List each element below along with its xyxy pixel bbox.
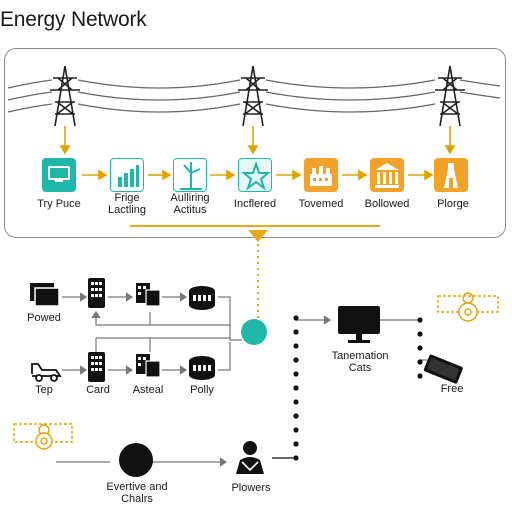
- step-label-5: Bollowed: [364, 198, 410, 210]
- step-tile-3[interactable]: [238, 158, 272, 192]
- tablet-icon: [423, 354, 463, 384]
- step-tile-2[interactable]: [173, 158, 207, 192]
- monitor-icon: [48, 166, 70, 182]
- step-label-3: Incflered: [233, 198, 277, 210]
- page-title: Energy Network: [0, 8, 147, 31]
- tower-arrows: [59, 126, 456, 155]
- phone-icon: [88, 278, 105, 308]
- node-label-asteal: Asteal: [132, 384, 164, 396]
- step-tile-4[interactable]: [304, 158, 338, 192]
- lower-connectors: [56, 292, 438, 467]
- step-tile-0[interactable]: [42, 158, 76, 192]
- step-label-2: Aulliring Actitus: [170, 192, 210, 216]
- transmission-tower-icon: [50, 65, 80, 127]
- tag-icon: [437, 292, 499, 322]
- step-tile-1[interactable]: [110, 158, 144, 192]
- wind-turbine-icon: [180, 162, 202, 190]
- monitor-icon: [338, 306, 380, 343]
- node-label-card: Card: [86, 384, 110, 396]
- tag-icon: [13, 423, 73, 450]
- node-label-polly: Polly: [190, 384, 214, 396]
- battery-icon: [189, 286, 215, 310]
- energy-network-panel: [4, 48, 506, 238]
- battery-icon: [189, 356, 215, 380]
- step-arrows: [82, 169, 434, 181]
- node-label-powed: Powed: [27, 312, 61, 324]
- step-label-4: Tovemed: [298, 198, 344, 210]
- car-icon: [31, 363, 62, 382]
- node-label-plowers: Plowers: [231, 482, 271, 494]
- building-icon: [375, 163, 399, 188]
- step-label-6: Plorge: [437, 198, 469, 210]
- phone-icon: [88, 352, 105, 382]
- star-icon: [241, 160, 271, 191]
- device-icon: [136, 354, 161, 378]
- dotted-chains: [272, 315, 423, 461]
- step-label-0: Try Puce: [37, 198, 81, 210]
- node-label-free: Free: [440, 383, 464, 395]
- person-icon: [236, 441, 264, 474]
- factory-icon: [310, 166, 332, 186]
- step-tile-6[interactable]: [434, 158, 468, 192]
- node-label-tep: Tep: [35, 384, 53, 396]
- transmission-tower-icon: [435, 65, 465, 127]
- bar-chart-icon: [118, 165, 139, 187]
- cards-icon: [30, 283, 60, 307]
- circle-icon[interactable]: [119, 443, 153, 477]
- node-label-tanemation: Tanemation Cats: [331, 350, 389, 374]
- transmission-tower-icon: [238, 65, 268, 127]
- power-lines: [7, 79, 501, 113]
- plant-icon: [444, 163, 458, 188]
- step-tile-5[interactable]: [370, 158, 404, 192]
- step-label-1: Frige Lactling: [108, 192, 146, 216]
- device-icon: [136, 283, 161, 307]
- panel-accent: [130, 225, 380, 242]
- node-label-evertive: Evertive and Chalrs: [106, 481, 168, 505]
- hub-node[interactable]: [241, 319, 267, 345]
